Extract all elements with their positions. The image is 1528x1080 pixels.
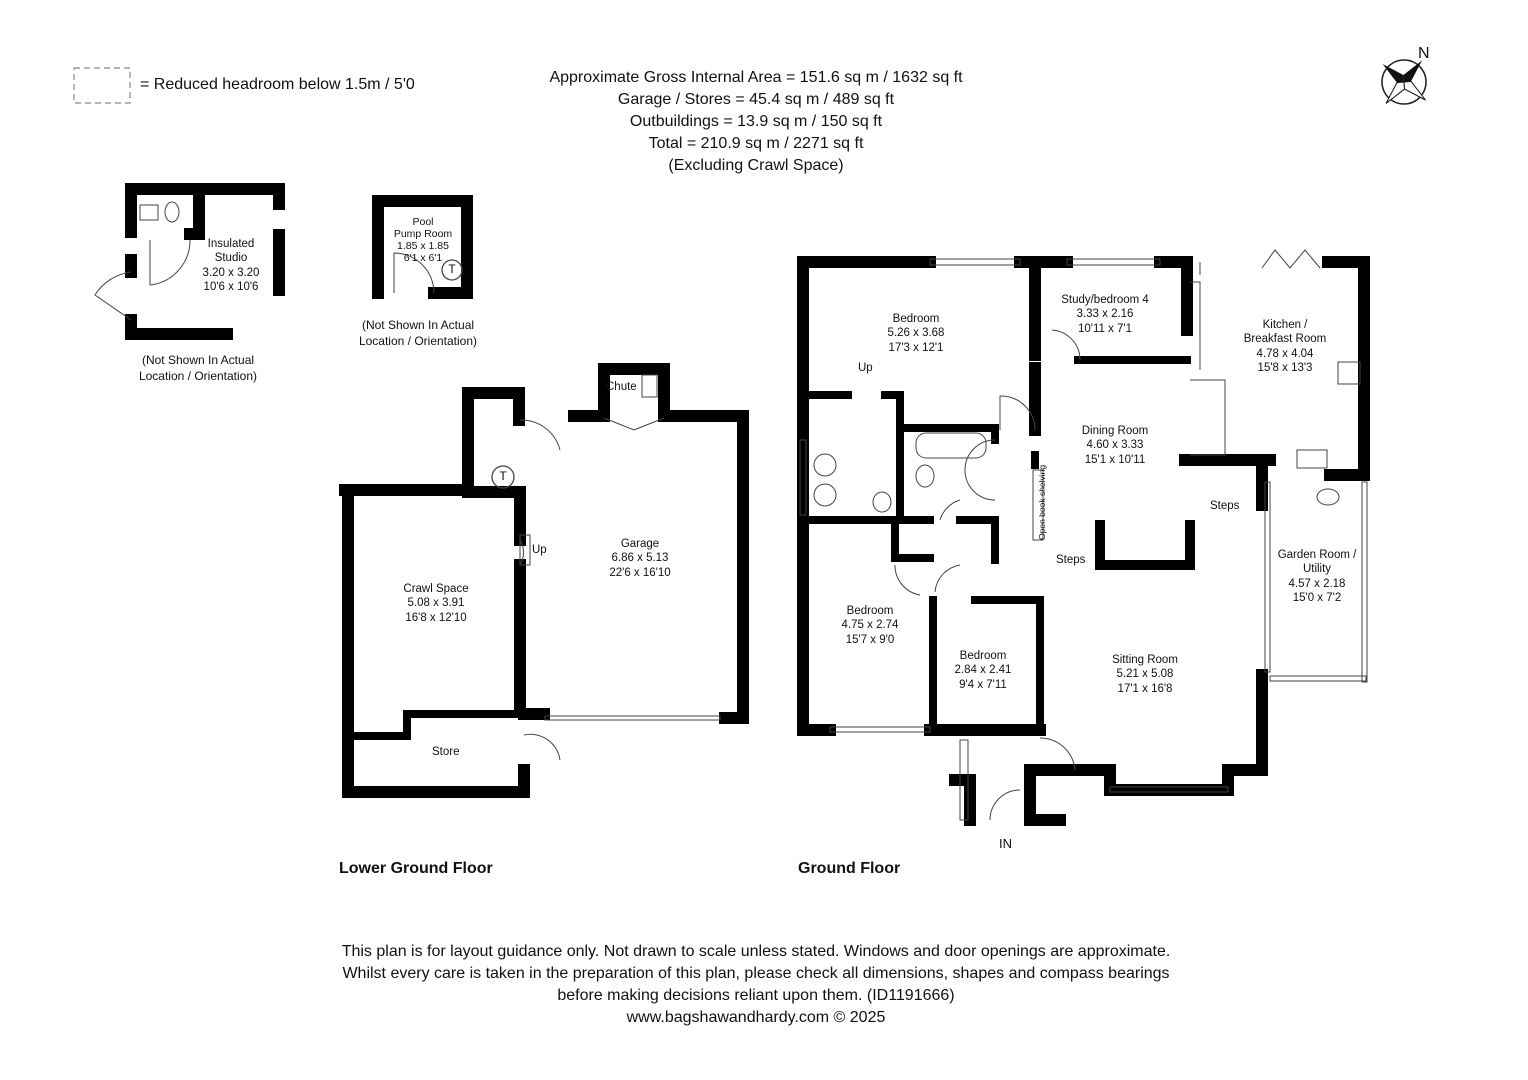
room-dimensions-imperial: 9'4 x 7'11 xyxy=(959,678,1007,691)
room-name: Breakfast Room xyxy=(1243,333,1327,346)
room-name: Pool xyxy=(412,216,434,228)
room-name: Bedroom xyxy=(892,313,940,325)
area-line-garage: Garage / Stores = 45.4 sq m / 489 sq ft xyxy=(617,91,895,108)
room-name: Insulated xyxy=(207,238,255,250)
legend-text: = Reduced headroom below 1.5m / 5'0 xyxy=(140,76,415,93)
room-dimensions-imperial: 10'11 x 7'1 xyxy=(1077,322,1133,335)
room-dimensions-imperial: 15'8 x 13'3 xyxy=(1257,362,1313,375)
floor-title-ground: Ground Floor xyxy=(798,860,901,877)
room-label-garage: Garage 6.86 x 5.13 22'6 x 16'10 xyxy=(590,537,690,580)
steps-label: Steps xyxy=(1056,554,1086,566)
stairs-up-label: Up xyxy=(532,544,547,556)
stairs-up-label: Up xyxy=(858,362,873,374)
room-dimensions-metric: 5.08 x 3.91 xyxy=(407,597,465,610)
room-dimensions-imperial: 17'1 x 16'8 xyxy=(1117,682,1173,695)
compass-icon xyxy=(1381,59,1427,105)
room-dimensions-metric: 5.26 x 3.68 xyxy=(887,327,945,340)
water-tank-label: T xyxy=(499,469,507,483)
note-line: (Not Shown In Actual xyxy=(141,353,255,367)
compass-north-label: N xyxy=(1418,45,1430,62)
room-name: Bedroom xyxy=(846,605,894,617)
room-label-kitchen: Kitchen / Breakfast Room 4.78 x 4.04 15'… xyxy=(1230,318,1340,376)
room-dimensions-imperial: 6'1 x 6'1 xyxy=(403,252,443,264)
room-label-bedroom-2: Bedroom 4.75 x 2.74 15'7 x 9'0 xyxy=(820,604,920,647)
room-dimensions-metric: 4.57 x 2.18 xyxy=(1288,577,1346,590)
room-dimensions-imperial: 17'3 x 12'1 xyxy=(888,341,944,354)
room-label-study-bedroom-4: Study/bedroom 4 3.33 x 2.16 10'11 x 7'1 xyxy=(1050,293,1160,336)
studio-note: (Not Shown In Actual Location / Orientat… xyxy=(118,352,278,384)
room-dimensions-imperial: 10'6 x 10'6 xyxy=(203,281,259,294)
room-dimensions-imperial: 15'1 x 10'11 xyxy=(1084,453,1146,466)
floor-title-lower-ground: Lower Ground Floor xyxy=(339,860,493,877)
room-dimensions-metric: 3.20 x 3.20 xyxy=(202,266,260,279)
room-label-garden-room: Garden Room / Utility 4.57 x 2.18 15'0 x… xyxy=(1272,548,1362,606)
room-label-bedroom-3: Bedroom 2.84 x 2.41 9'4 x 7'11 xyxy=(933,649,1033,692)
room-name: Dining Room xyxy=(1081,425,1149,437)
room-dimensions-metric: 4.78 x 4.04 xyxy=(1256,347,1314,360)
area-line-total: Total = 210.9 sq m / 2271 sq ft xyxy=(648,135,864,152)
room-name: Crawl Space xyxy=(403,583,469,595)
legend-dashed-box xyxy=(73,67,131,104)
disclaimer-footer: This plan is for layout guidance only. N… xyxy=(0,941,1512,1029)
room-label-store: Store xyxy=(432,746,460,758)
room-dimensions-metric: 1.85 x 1.85 xyxy=(397,240,449,252)
chute-label: Chute xyxy=(606,381,637,393)
note-line: Location / Orientation) xyxy=(358,334,478,348)
room-dimensions-metric: 3.33 x 2.16 xyxy=(1076,308,1134,321)
room-name: Bedroom xyxy=(959,650,1007,662)
area-summary: Approximate Gross Internal Area = 151.6 … xyxy=(506,67,1006,177)
area-line-excluding: (Excluding Crawl Space) xyxy=(668,157,844,174)
website-copyright: www.bagshawandhardy.com © 2025 xyxy=(626,1009,886,1026)
area-line-gross: Approximate Gross Internal Area = 151.6 … xyxy=(549,69,963,86)
room-name: Garage xyxy=(620,538,660,550)
room-name: Utility xyxy=(1302,563,1332,576)
room-dimensions-imperial: 16'8 x 12'10 xyxy=(405,611,467,624)
room-dimensions-imperial: 22'6 x 16'10 xyxy=(609,566,671,579)
room-name: Garden Room / xyxy=(1277,549,1357,561)
steps-label: Steps xyxy=(1210,500,1240,512)
door-swings xyxy=(94,201,1368,821)
room-label-bedroom-1: Bedroom 5.26 x 3.68 17'3 x 12'1 xyxy=(866,312,966,355)
room-dimensions-metric: 6.86 x 5.13 xyxy=(611,552,669,565)
note-line: (Not Shown In Actual xyxy=(361,318,475,332)
room-label-crawl-space: Crawl Space 5.08 x 3.91 16'8 x 12'10 xyxy=(386,582,486,625)
room-dimensions-metric: 4.60 x 3.33 xyxy=(1086,439,1144,452)
room-label-pool-pump-room: Pool Pump Room 1.85 x 1.85 6'1 x 6'1 xyxy=(384,216,462,264)
disclaimer-line: This plan is for layout guidance only. N… xyxy=(341,943,1171,960)
room-name: Pump Room xyxy=(393,228,453,240)
room-dimensions-imperial: 15'0 x 7'2 xyxy=(1292,592,1342,605)
open-book-shelving-label: Open book shelving xyxy=(1037,464,1047,540)
room-dimensions-metric: 5.21 x 5.08 xyxy=(1116,668,1174,681)
note-line: Location / Orientation) xyxy=(138,369,258,383)
room-dimensions-metric: 4.75 x 2.74 xyxy=(841,619,899,632)
water-tank-label: T xyxy=(448,262,456,276)
walls xyxy=(125,183,1370,826)
pump-room-note: (Not Shown In Actual Location / Orientat… xyxy=(338,317,498,349)
area-line-outbuildings: Outbuildings = 13.9 sq m / 150 sq ft xyxy=(629,113,883,130)
room-dimensions-imperial: 15'7 x 9'0 xyxy=(845,633,895,646)
entrance-label: IN xyxy=(999,836,1012,851)
disclaimer-line: Whilst every care is taken in the prepar… xyxy=(342,965,1170,982)
room-name: Sitting Room xyxy=(1112,654,1178,666)
disclaimer-line: before making decisions reliant upon the… xyxy=(557,987,955,1004)
room-label-sitting-room: Sitting Room 5.21 x 5.08 17'1 x 16'8 xyxy=(1090,653,1200,696)
room-dimensions-metric: 2.84 x 2.41 xyxy=(954,664,1012,677)
room-name: Study/bedroom 4 xyxy=(1061,294,1149,306)
room-name: Studio xyxy=(214,252,248,265)
room-label-insulated-studio: Insulated Studio 3.20 x 3.20 10'6 x 10'6 xyxy=(196,237,266,295)
room-label-dining-room: Dining Room 4.60 x 3.33 15'1 x 10'11 xyxy=(1065,424,1165,467)
room-name: Kitchen / xyxy=(1262,319,1308,331)
